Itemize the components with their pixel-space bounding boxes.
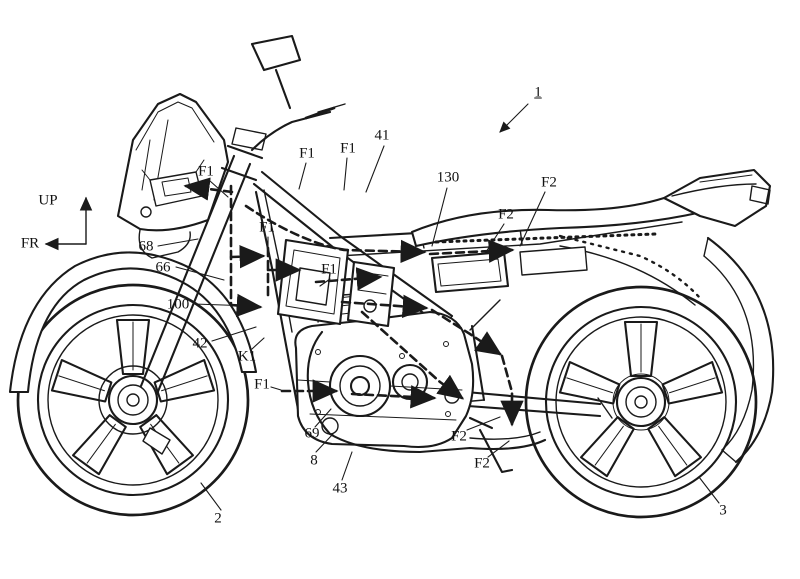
handlebar — [250, 103, 346, 152]
control-unit-box — [430, 250, 510, 294]
under-seat-component — [519, 246, 588, 276]
front-fender — [8, 251, 258, 394]
electrical-component — [346, 260, 396, 328]
exhaust-pipe — [306, 330, 547, 454]
mirror — [250, 34, 302, 110]
swingarm — [464, 390, 613, 419]
orientation-compass — [44, 196, 93, 251]
front-brake-disc — [98, 365, 171, 455]
front-wheel — [16, 283, 250, 517]
battery-box — [276, 238, 350, 326]
tail-unit — [662, 168, 772, 228]
rear-wheel — [524, 285, 758, 519]
wiring-harness-f2-path — [428, 232, 702, 427]
wiring-harness-f1-path — [183, 177, 465, 409]
rear-hub-detail — [612, 373, 670, 431]
leader-lines — [157, 103, 720, 511]
